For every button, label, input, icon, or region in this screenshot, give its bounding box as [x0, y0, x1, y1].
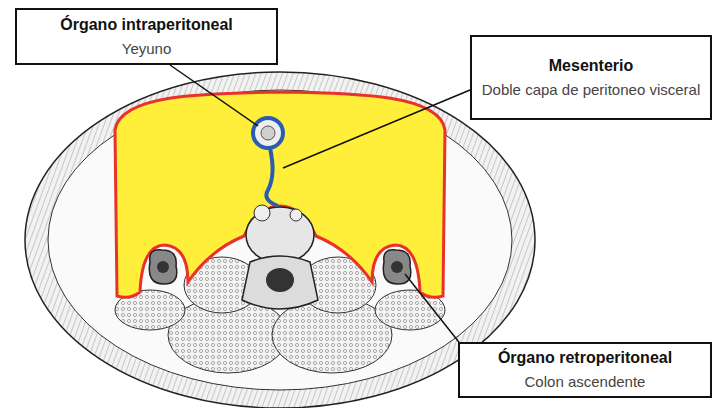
vertebral-arch — [242, 256, 318, 309]
box-heading: Órgano intraperitoneal — [60, 15, 232, 35]
vessel — [290, 209, 302, 221]
leader-line — [405, 274, 462, 346]
box-heading: Mesenterio — [549, 56, 633, 76]
colon-lumen — [157, 261, 169, 273]
vessel — [254, 205, 270, 221]
callout-box: Órgano intraperitonealYeyuno — [15, 8, 278, 65]
descending-colon — [149, 250, 177, 284]
leader-line — [283, 90, 470, 168]
leader-line — [170, 65, 258, 126]
jejunum-lumen — [261, 126, 275, 140]
box-body: Yeyuno — [122, 39, 172, 59]
inner-wall — [48, 90, 512, 390]
mesentery — [266, 148, 278, 206]
colon-lumen — [391, 261, 403, 273]
spinal-canal — [266, 268, 294, 292]
box-body: Colon ascendente — [525, 372, 646, 392]
box-heading: Órgano retroperitoneal — [498, 348, 672, 368]
callout-box: Órgano retroperitonealColon ascendente — [458, 342, 712, 398]
box-body: Doble capa de peritoneo visceral — [482, 80, 700, 100]
ascending-colon — [383, 250, 411, 284]
jejunum — [253, 118, 283, 148]
callout-box: MesenterioDoble capa de peritoneo viscer… — [470, 35, 712, 120]
